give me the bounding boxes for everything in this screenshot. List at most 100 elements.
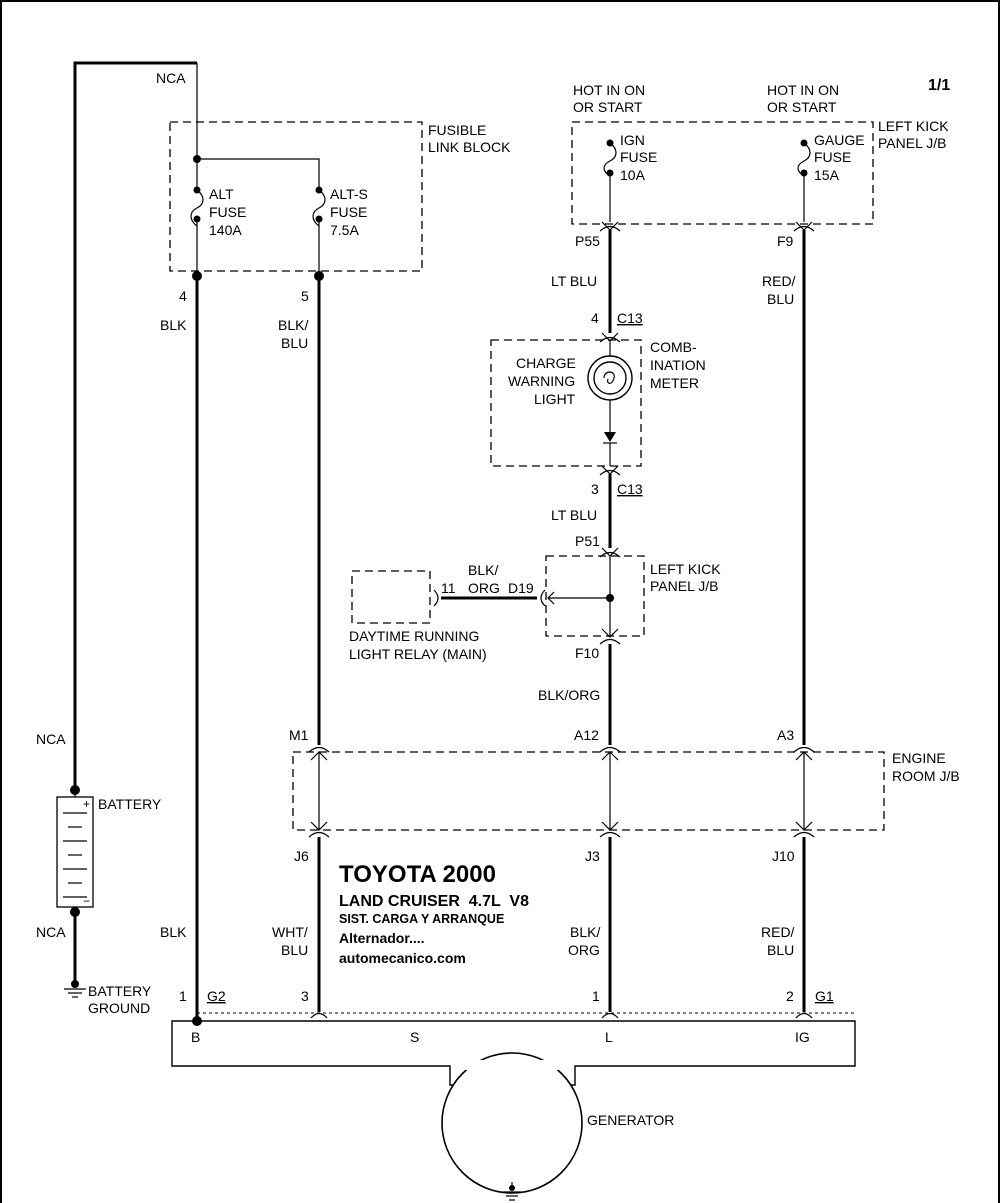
f10-wire-color: BLK/ORG xyxy=(538,687,600,703)
nca-battery-top-label: NCA xyxy=(36,731,66,747)
battery-symbol: + − xyxy=(56,785,94,917)
hot-gauge-label-1: HOT IN ON xyxy=(767,82,839,98)
drl-wire-color-1: BLK/ xyxy=(468,562,498,578)
gauge-fuse-name: GAUGE xyxy=(814,132,865,148)
m1-label: M1 xyxy=(289,727,309,743)
l-wire-color-bottom-2: ORG xyxy=(568,942,600,958)
gauge-fuse-icon xyxy=(797,139,811,222)
terminal-b: B xyxy=(191,1029,200,1045)
j3-label: J3 xyxy=(585,848,600,864)
hot-ign-label-2: OR START xyxy=(573,99,643,115)
battery-ground-label-2: GROUND xyxy=(88,1000,150,1016)
b-wire-color-top: BLK xyxy=(160,317,187,333)
battery-label: BATTERY xyxy=(98,796,162,812)
ign-fuse-type: FUSE xyxy=(620,149,657,165)
s-wire-color-bottom-1: WHT/ xyxy=(272,924,308,940)
s-wire-color-top-2: BLU xyxy=(281,335,308,351)
p55-label: P55 xyxy=(575,233,600,249)
ig-wire-color-bottom-2: BLU xyxy=(767,942,794,958)
ign-wire-color: LT BLU xyxy=(551,273,597,289)
d19-pin: 11 xyxy=(441,580,456,596)
drl-relay-block xyxy=(351,570,431,624)
fusible-link-label-1: FUSIBLE xyxy=(428,122,486,138)
gauge-wire-color-1: RED/ xyxy=(762,273,796,289)
ign-fuse-rating: 10A xyxy=(620,167,646,183)
c13-top-pin: 4 xyxy=(591,310,599,326)
drl-relay-label-1: DAYTIME RUNNING xyxy=(349,628,479,644)
drl-wire-color-2: ORG xyxy=(468,580,500,596)
title-subtitle: Alternador.... xyxy=(339,930,425,946)
b-wire-color-bottom: BLK xyxy=(160,924,187,940)
engine-room-connectors xyxy=(308,746,815,838)
alt-s-fuse-name: ALT-S xyxy=(330,186,368,202)
title-make-year: TOYOTA 2000 xyxy=(339,861,496,888)
alt-s-fuse-rating: 7.5A xyxy=(330,222,359,238)
alt-fuse-type: FUSE xyxy=(209,204,246,220)
generator-icon xyxy=(441,1052,583,1194)
comb-meter-label-2: INATION xyxy=(650,357,706,373)
left-kick-mid-label-1: LEFT KICK xyxy=(650,561,721,577)
alt-s-fuse-icon xyxy=(312,186,326,227)
pin-5-label: 5 xyxy=(301,288,309,304)
g2-label: G2 xyxy=(207,988,226,1004)
charge-light-label-3: LIGHT xyxy=(534,391,576,407)
combination-meter-block xyxy=(490,339,642,467)
title-system: SIST. CARGA Y ARRANQUE xyxy=(339,912,504,926)
l-wire-color-bottom-1: BLK/ xyxy=(570,924,600,940)
a3-label: A3 xyxy=(777,727,794,743)
g2-pin: 1 xyxy=(179,988,187,1004)
c13-bottom-label: C13 xyxy=(617,481,643,497)
alt-fuse-icon xyxy=(190,186,204,227)
left-kick-top-label-2: PANEL J/B xyxy=(878,135,946,151)
page-number: 1/1 xyxy=(928,77,950,94)
engine-room-label-2: ROOM J/B xyxy=(892,768,960,784)
hot-gauge-label-2: OR START xyxy=(767,99,837,115)
fusible-link-block xyxy=(169,121,423,272)
l-pin: 1 xyxy=(592,988,600,1004)
title-website: automecanico.com xyxy=(339,950,466,966)
gauge-fuse-rating: 15A xyxy=(814,167,840,183)
svg-text:+: + xyxy=(83,797,90,811)
diode-icon xyxy=(604,432,616,442)
alt-fuse-rating: 140A xyxy=(209,222,242,238)
engine-room-jb xyxy=(292,751,885,831)
generator-ground-icon xyxy=(502,1182,522,1201)
f9-label: F9 xyxy=(777,233,794,249)
comb-meter-label-1: COMB- xyxy=(650,339,697,355)
p51-label: P51 xyxy=(575,533,600,549)
pin-4-label: 4 xyxy=(179,288,187,304)
c13-bottom-pin: 3 xyxy=(591,481,599,497)
c13-bottom-connector xyxy=(599,465,621,476)
left-kick-top-label-1: LEFT KICK xyxy=(878,118,949,134)
d19-label: D19 xyxy=(508,580,534,596)
ig-wire-color-bottom-1: RED/ xyxy=(761,924,795,940)
meter-output-color: LT BLU xyxy=(551,507,597,523)
g1-label: G1 xyxy=(815,988,834,1004)
title-model: LAND CRUISER 4.7L V8 xyxy=(339,893,529,910)
fusible-link-label-2: LINK BLOCK xyxy=(428,139,511,155)
charge-light-label-1: CHARGE xyxy=(516,355,576,371)
s-wire-color-top-1: BLK/ xyxy=(278,317,308,333)
terminal-ig: IG xyxy=(795,1029,810,1045)
ign-fuse-icon xyxy=(603,139,617,222)
comb-meter-label-3: METER xyxy=(650,375,699,391)
j6-label: J6 xyxy=(294,848,309,864)
gauge-wire-color-2: BLU xyxy=(767,291,794,307)
svg-text:−: − xyxy=(83,894,90,908)
s-pin: 3 xyxy=(301,988,309,1004)
drl-connector xyxy=(433,589,439,607)
ign-fuse-name: IGN xyxy=(620,132,645,148)
nca-battery-bottom-label: NCA xyxy=(36,924,66,940)
d19-connector xyxy=(540,589,546,607)
alt-s-fuse-type: FUSE xyxy=(330,204,367,220)
alt-s-fuse-input xyxy=(197,158,320,187)
j10-label: J10 xyxy=(772,848,795,864)
left-kick-panel-mid xyxy=(545,555,645,637)
terminal-l: L xyxy=(605,1029,613,1045)
drl-relay-label-2: LIGHT RELAY (MAIN) xyxy=(349,646,487,662)
nca-feed-wire xyxy=(73,61,197,790)
f10-connector xyxy=(599,628,621,645)
left-kick-panel-top xyxy=(571,121,874,225)
